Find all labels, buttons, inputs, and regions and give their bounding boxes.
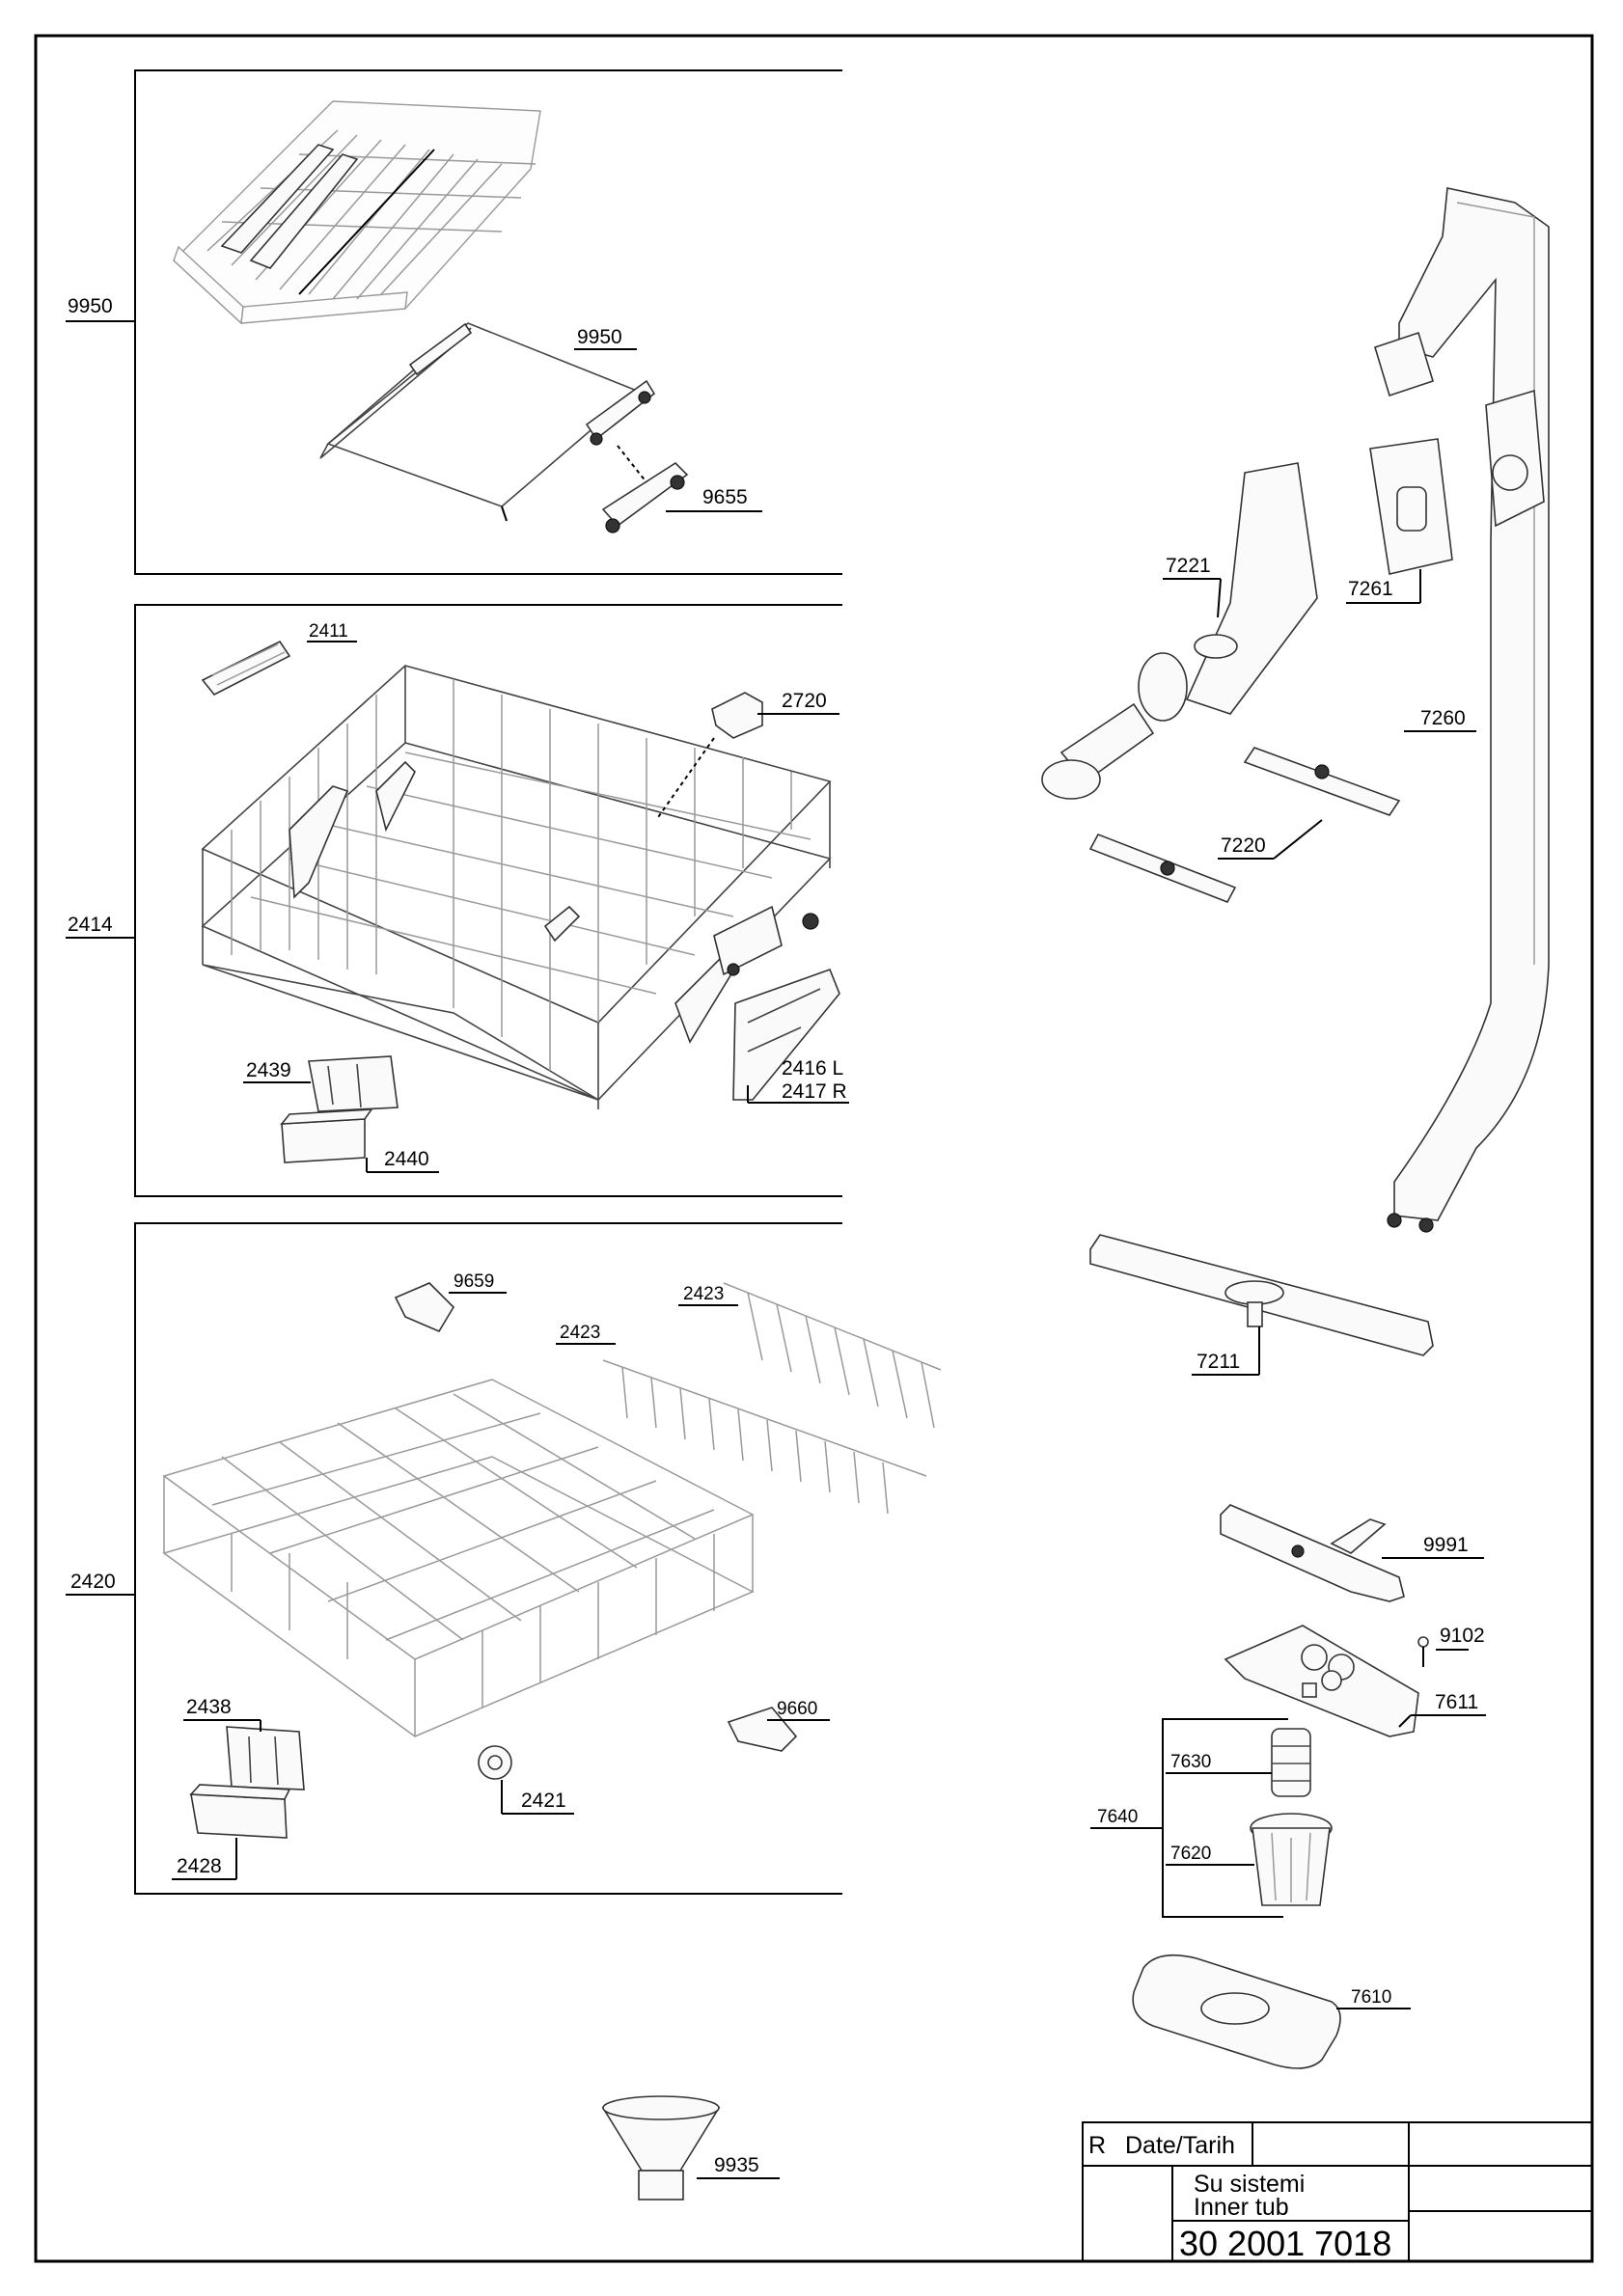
- label-2416: 2416 L: [782, 1057, 843, 1080]
- label-7620: 7620: [1170, 1844, 1211, 1864]
- label-2423-left: 2423: [560, 1323, 600, 1343]
- label-2420: 2420: [70, 1571, 116, 1593]
- screw-9102-drawing: [1417, 1636, 1429, 1667]
- label-7211: 7211: [1197, 1351, 1240, 1373]
- adjuster-2439-2440-drawing: [280, 1055, 399, 1163]
- clip-2411-drawing: [201, 640, 291, 697]
- drawing-frame: [34, 34, 1594, 2263]
- label-9655: 9655: [702, 486, 748, 508]
- label-7630: 7630: [1170, 1752, 1211, 1772]
- filter-group-7640-drawing: [1162, 1718, 1333, 1918]
- filter-cover-7611-drawing: [1224, 1625, 1419, 1737]
- title-block: R Date/Tarih Su sistemi Inner tub 30 200…: [1082, 2121, 1592, 2263]
- filter-plate-7610-drawing: [1132, 1954, 1341, 2069]
- label-9935: 9935: [714, 2154, 759, 2176]
- label-2411: 2411: [309, 621, 348, 642]
- label-2423-right: 2423: [683, 1284, 724, 1304]
- adjuster-2416-2417-drawing: [732, 968, 840, 1101]
- label-2417: 2417 R: [782, 1080, 847, 1103]
- label-7220: 7220: [1221, 834, 1266, 857]
- label-7640: 7640: [1097, 1807, 1138, 1827]
- clip-2720-drawing: [655, 692, 763, 821]
- group-box-upper-basket: [134, 604, 842, 1197]
- clip-9659-drawing: [394, 1282, 455, 1333]
- title-block-rev: R: [1088, 2132, 1106, 2159]
- label-9660: 9660: [777, 1699, 817, 1719]
- label-2421: 2421: [521, 1790, 566, 1812]
- label-9950-inner: 9950: [577, 326, 622, 348]
- label-9102: 9102: [1440, 1625, 1485, 1647]
- spray-arm-7211-drawing: [1089, 1234, 1434, 1356]
- tray-rail-frame-drawing: [319, 322, 656, 522]
- clip-9660-drawing: [727, 1707, 798, 1752]
- label-2720: 2720: [782, 690, 827, 712]
- label-2439: 2439: [246, 1059, 291, 1081]
- group-box-lower-basket: [134, 1222, 842, 1895]
- water-pipe-7260-drawing: [1374, 187, 1550, 1233]
- adjuster-2438-2428-drawing: [189, 1726, 305, 1839]
- wheel-2421-drawing: [478, 1745, 512, 1780]
- lower-basket-drawing: [162, 1379, 755, 1737]
- label-2440: 2440: [384, 1148, 429, 1170]
- plate-rack-2423-drawing: [602, 1282, 942, 1515]
- label-2414: 2414: [68, 914, 113, 936]
- label-2438: 2438: [186, 1696, 232, 1718]
- spray-pipe-7221-drawing: [1041, 462, 1318, 800]
- salt-funnel-9935-drawing: [601, 2095, 721, 2200]
- label-7261: 7261: [1348, 578, 1393, 600]
- part-labels: 9950 9950 9655 2411 2720 2414 2439 2440 …: [68, 295, 1485, 2176]
- label-9991: 9991: [1423, 1534, 1469, 1556]
- label-7611: 7611: [1435, 1691, 1478, 1713]
- leader-lines: [66, 320, 1486, 2179]
- label-7260: 7260: [1420, 707, 1466, 729]
- title-block-date: Date/Tarih: [1125, 2132, 1235, 2159]
- label-7221: 7221: [1166, 555, 1211, 577]
- rail-runner-drawing: [601, 445, 689, 533]
- upper-basket-drawing: [201, 665, 832, 1109]
- connector-7261-drawing: [1369, 438, 1453, 575]
- label-2428: 2428: [177, 1855, 222, 1877]
- title-block-title-tr: Su sistemi: [1194, 2171, 1305, 2198]
- label-9659: 9659: [454, 1271, 494, 1292]
- spray-arm-7220-drawing: [1088, 747, 1401, 904]
- title-block-title-en: Inner tub: [1194, 2194, 1289, 2221]
- cutlery-tray-drawing: [172, 100, 541, 325]
- label-9950-outer: 9950: [68, 295, 113, 317]
- title-block-drawing-number: 30 2001 7018: [1179, 2224, 1391, 2263]
- spray-arm-9991-drawing: [1220, 1504, 1405, 1602]
- label-7610: 7610: [1351, 1987, 1391, 2008]
